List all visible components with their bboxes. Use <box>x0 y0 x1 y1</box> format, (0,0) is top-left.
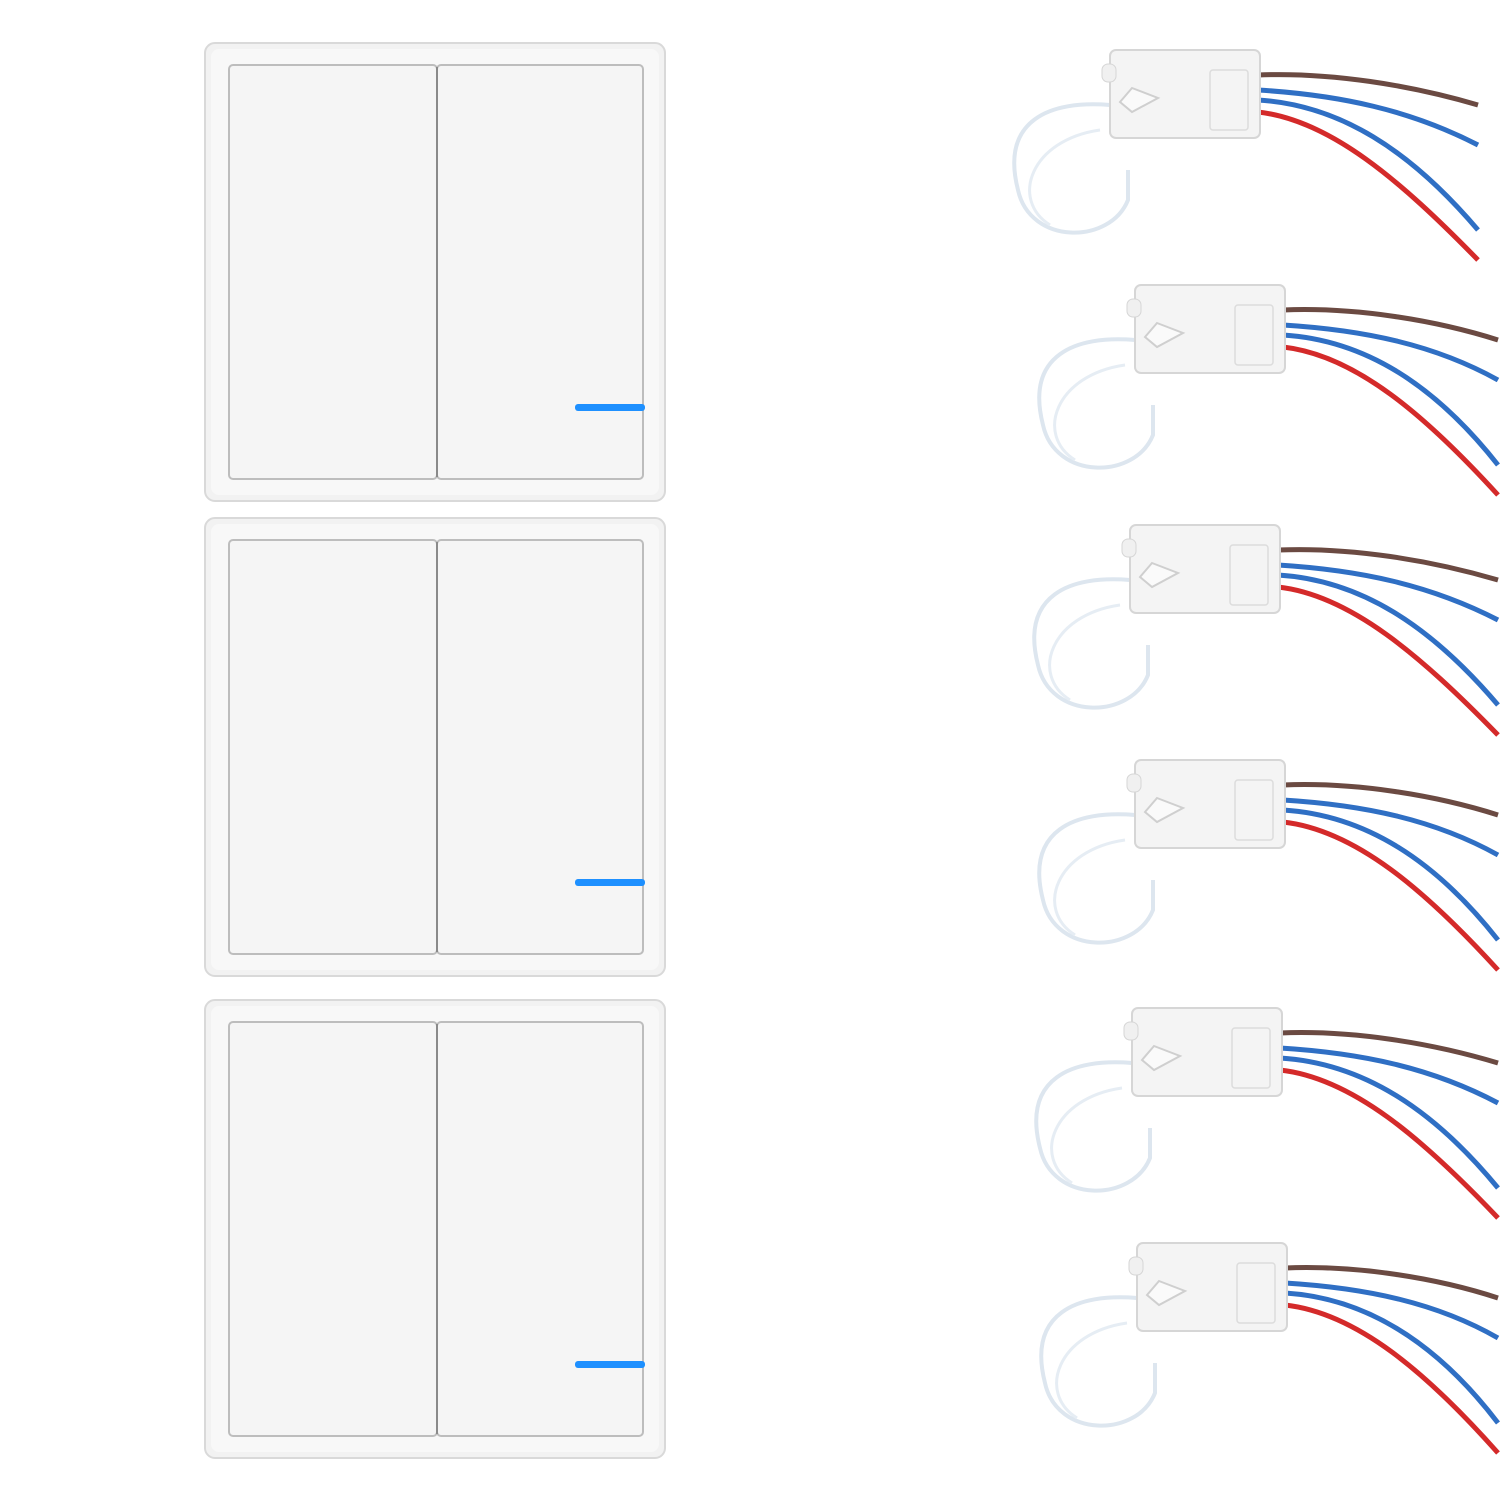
wire-blue <box>1284 1280 1500 1341</box>
rocker-left <box>228 539 438 955</box>
receiver-module <box>1012 49 1480 262</box>
rocker-right <box>436 1021 644 1437</box>
receiver-module <box>1039 1242 1500 1455</box>
antenna-loop-icon <box>1037 812 1155 945</box>
receiver-body <box>1136 1242 1288 1332</box>
antenna-loop-icon <box>1012 102 1130 235</box>
wire-blue <box>1284 1290 1500 1425</box>
led-indicator-icon <box>575 879 645 886</box>
diamond-emboss-icon <box>1140 1044 1183 1072</box>
mounting-tab <box>1126 298 1142 318</box>
receiver-body <box>1134 759 1286 849</box>
antenna-wire <box>1050 1086 1123 1185</box>
wire-brown <box>1282 307 1499 343</box>
wire-red <box>1282 344 1500 497</box>
wire-brown <box>1277 547 1499 583</box>
label-area <box>1231 1027 1271 1089</box>
wall-switch <box>204 517 666 977</box>
wire-blue <box>1257 97 1480 232</box>
wire-red <box>1277 584 1500 737</box>
wire-red <box>1284 1302 1500 1455</box>
antenna-wire <box>1048 603 1121 702</box>
mounting-tab <box>1121 538 1137 558</box>
wire-brown <box>1282 782 1499 818</box>
wall-switch <box>204 42 666 502</box>
antenna-wire <box>1028 128 1101 227</box>
wire-blue <box>1277 562 1500 623</box>
antenna-wire <box>1055 1321 1128 1420</box>
antenna-wire <box>1053 363 1126 462</box>
diamond-emboss-icon <box>1143 321 1186 349</box>
wire-red <box>1282 819 1500 972</box>
antenna-loop-icon <box>1034 1060 1152 1193</box>
diamond-emboss-icon <box>1145 1279 1188 1307</box>
wire-brown <box>1279 1030 1499 1066</box>
antenna-loop-icon <box>1037 337 1155 470</box>
diamond-emboss-icon <box>1138 561 1181 589</box>
antenna-loop-icon <box>1032 577 1150 710</box>
wire-red <box>1279 1067 1500 1220</box>
receiver-body <box>1134 284 1286 374</box>
led-indicator-icon <box>575 1361 645 1368</box>
receiver-body <box>1129 524 1281 614</box>
receiver-module <box>1034 1007 1500 1220</box>
mounting-tab <box>1123 1021 1139 1041</box>
diamond-emboss-icon <box>1118 86 1161 114</box>
mounting-tab <box>1128 1256 1144 1276</box>
rocker-right <box>436 539 644 955</box>
wire-blue <box>1279 1055 1500 1190</box>
label-area <box>1234 779 1274 841</box>
mounting-tab <box>1126 773 1142 793</box>
wire-blue <box>1279 1045 1500 1106</box>
receiver-module <box>1037 759 1500 972</box>
wire-blue <box>1282 797 1500 858</box>
label-area <box>1229 544 1269 606</box>
antenna-wire <box>1053 838 1126 937</box>
wire-blue <box>1282 322 1500 383</box>
rocker-left <box>228 64 438 480</box>
wire-brown <box>1257 72 1479 108</box>
wire-blue <box>1277 572 1500 707</box>
antenna-loop-icon <box>1039 1295 1157 1428</box>
label-area <box>1234 304 1274 366</box>
receiver-module <box>1032 524 1500 737</box>
receiver-body <box>1109 49 1261 139</box>
wire-red <box>1257 109 1480 262</box>
wire-brown <box>1284 1265 1499 1301</box>
wire-blue <box>1282 807 1500 942</box>
wall-switch <box>204 999 666 1459</box>
rocker-right <box>436 64 644 480</box>
label-area <box>1236 1262 1276 1324</box>
mounting-tab <box>1101 63 1117 83</box>
diamond-emboss-icon <box>1143 796 1186 824</box>
label-area <box>1209 69 1249 131</box>
receiver-module <box>1037 284 1500 497</box>
rocker-left <box>228 1021 438 1437</box>
receiver-body <box>1131 1007 1283 1097</box>
wire-blue <box>1257 87 1480 148</box>
wire-blue <box>1282 332 1500 467</box>
led-indicator-icon <box>575 404 645 411</box>
